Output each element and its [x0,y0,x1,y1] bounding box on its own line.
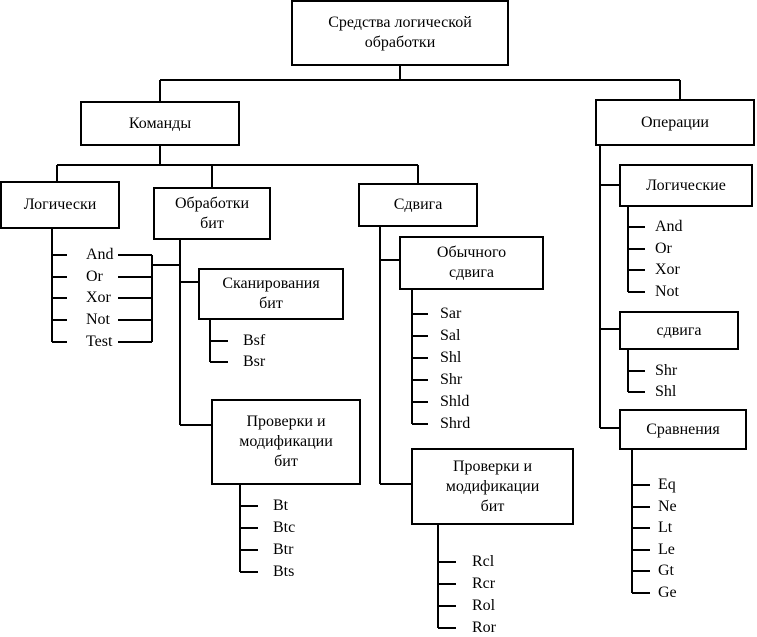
logical-item: Xor [86,289,111,306]
scan-item: Bsr [243,353,266,370]
ordinary-shift-item: Shrd [440,415,471,432]
ordinary-shift-item: Sar [440,305,462,322]
shift-check-item: Ror [472,619,496,636]
logical-operation-item: Not [655,283,679,300]
ordinary-shift-item: Shld [440,393,470,410]
ordinary-shift-item: Sal [440,327,461,344]
shift-check-item: Rcr [472,575,496,592]
compare-operation-item: Ne [658,498,677,515]
logical-operation-item: And [655,218,683,235]
logical-operations-box: Логические [619,164,753,207]
compare-operation-item: Eq [658,476,676,493]
bit-check-item: Btr [273,541,294,558]
compare-operation-item: Lt [658,519,673,536]
shift-check-item: Rcl [472,553,495,570]
shift-commands-box: Сдвига [358,183,478,227]
scan-bits-box: Сканирования бит [198,268,344,320]
operations-box: Операции [595,99,755,146]
bit-check-item: Btc [273,519,296,536]
bit-processing-box: Обработки бит [153,187,271,240]
ordinary-shift-item: Shl [440,349,462,366]
shift-operations-box: сдвига [619,311,739,350]
compare-operation-item: Gt [658,562,674,579]
logical-item: Test [86,333,113,350]
compare-operations-box: Сравнения [619,409,747,450]
logical-operation-item: Xor [655,261,680,278]
ordinary-shift-box: Обычного сдвига [399,236,544,290]
shift-check-modify-box: Проверки и модификации бит [411,448,574,525]
scan-item: Bsf [243,332,266,349]
commands-box: Команды [80,101,240,146]
shift-operation-item: Shr [655,362,678,379]
bit-check-item: Bts [273,563,295,580]
root-box: Средства логической обработки [291,0,509,66]
bit-check-modify-box: Проверки и модификации бит [211,399,361,485]
shift-check-item: Rol [472,597,496,614]
shift-operation-item: Shl [655,383,677,400]
logical-item: Or [86,268,103,285]
logical-item: And [86,246,114,263]
bit-check-item: Bt [273,497,289,514]
compare-operation-item: Ge [658,584,677,601]
ordinary-shift-item: Shr [440,371,463,388]
logical-operation-item: Or [655,240,672,257]
compare-operation-item: Le [658,541,675,558]
logical-commands-box: Логически [0,181,120,229]
logical-item: Not [86,311,110,328]
